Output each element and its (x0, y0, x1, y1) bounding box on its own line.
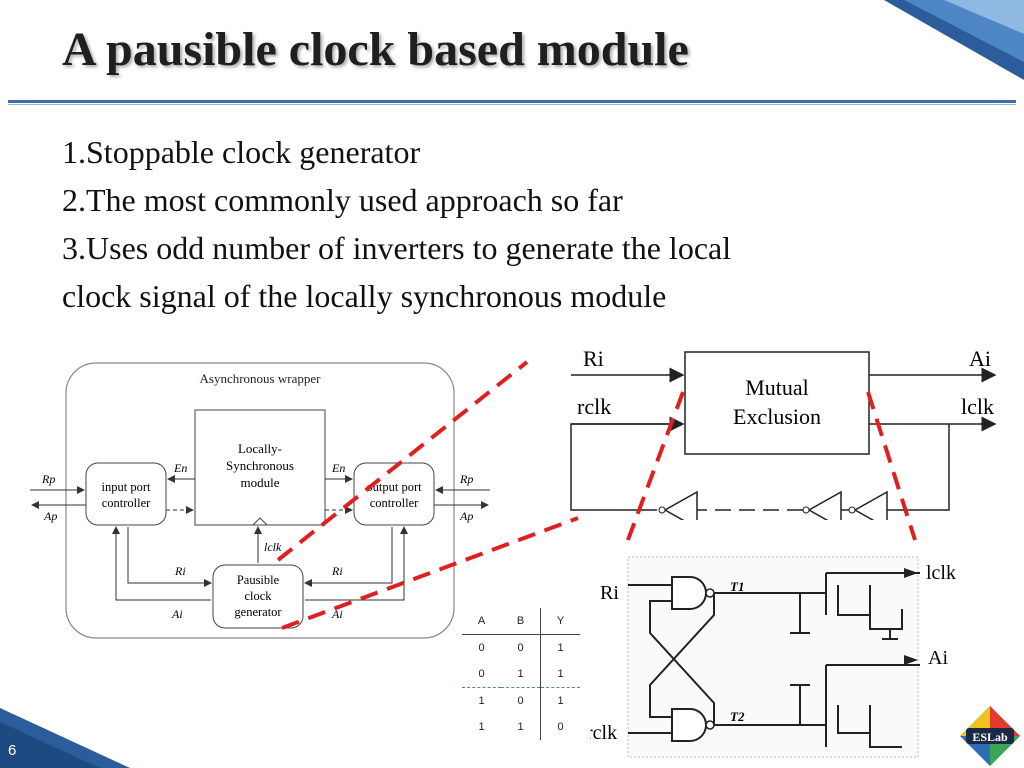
inverter-icon (663, 490, 698, 520)
logo-text: ESLab (972, 730, 1008, 744)
clock-generator-label: generator (234, 605, 282, 619)
gate-rclk-label: rclk (590, 722, 617, 744)
top-right-corner-decoration (884, 0, 1024, 80)
mutex-rclk-label: rclk (577, 394, 611, 419)
truth-cell: 0 (478, 642, 485, 654)
mutex-ri-label: Ri (583, 346, 604, 371)
mutual-exclusion-diagram: Mutual Exclusion Ri Ai rclk lclk (570, 346, 997, 520)
gate-ai-label: Ai (928, 647, 948, 669)
nand-gate-icon (671, 708, 707, 742)
mutex-box-label: Exclusion (733, 404, 821, 429)
mutual-exclusion-box (684, 351, 870, 455)
ap-left-label: Ap (43, 509, 57, 523)
input-controller-label: input port (102, 480, 151, 494)
output-port-controller-box (353, 462, 435, 526)
bullet-item: 2.The most commonly used approach so far (62, 182, 623, 218)
truth-cell: 0 (517, 642, 524, 654)
ap-right-label: Ap (459, 509, 473, 523)
truth-header: A (462, 608, 501, 635)
bullet-item: 1.Stoppable clock generator (62, 134, 421, 170)
mutex-lclk-label: lclk (961, 394, 994, 419)
truth-cell: 1 (540, 687, 580, 714)
clock-generator-label: clock (244, 589, 272, 603)
truth-cell: 1 (517, 668, 524, 680)
truth-header: Y (540, 608, 580, 635)
bottom-left-corner-decoration (0, 708, 130, 768)
truth-cell: 0 (478, 668, 485, 680)
input-controller-label: controller (102, 496, 151, 510)
lclk-label: lclk (264, 540, 282, 554)
ai-right-label: Ai (331, 607, 343, 621)
page-number: 6 (8, 742, 17, 759)
mutex-ai-label: Ai (969, 346, 991, 371)
bullet-item: 3.Uses odd number of inverters to genera… (62, 230, 732, 266)
slide-title: A pausible clock based module (62, 23, 689, 76)
truth-cell: 0 (540, 714, 580, 740)
core-label: Locally- (238, 441, 282, 456)
truth-cell: 0 (501, 687, 541, 714)
gate-ri-label: Ri (600, 582, 619, 604)
nand-gate-icon (671, 576, 707, 610)
core-label: Synchronous (226, 458, 294, 473)
rp-left-label: Rp (41, 472, 55, 486)
en-left-label: En (173, 461, 187, 475)
mutex-box-label: Mutual (745, 375, 809, 400)
truth-cell: 1 (462, 687, 501, 714)
gate-t1-label: T1 (730, 579, 744, 594)
gate-output-arrows (904, 568, 918, 665)
eslab-logo: ESLab (960, 706, 1020, 766)
rp-right-label: Rp (459, 472, 473, 486)
truth-cell: 1 (517, 721, 524, 733)
title-divider (8, 100, 1016, 103)
truth-header: B (501, 608, 541, 635)
ri-right-label: Ri (331, 564, 343, 578)
truth-cell: 1 (478, 721, 485, 733)
gate-lclk-label: lclk (926, 562, 956, 584)
inverter-icon (853, 490, 888, 520)
input-port-controller-box (85, 462, 167, 526)
output-controller-label: controller (370, 496, 419, 510)
truth-cell: 1 (540, 634, 580, 661)
ai-left-label: Ai (171, 607, 183, 621)
inverter-icon (807, 490, 842, 520)
wrapper-title: Asynchronous wrapper (200, 371, 322, 386)
core-label: module (241, 475, 280, 490)
output-controller-label: output port (366, 480, 422, 494)
en-right-label: En (331, 461, 345, 475)
ri-left-label: Ri (174, 564, 186, 578)
truth-table: A B Y 0 0 1 0 1 1 1 0 1 1 1 0 (462, 608, 597, 740)
truth-cell: 1 (540, 661, 580, 688)
title-divider-thin (8, 104, 1016, 105)
bullet-list: 1.Stoppable clock generator 2.The most c… (62, 128, 962, 320)
clock-generator-label: Pausible (237, 573, 280, 587)
bullet-item: clock signal of the locally synchronous … (62, 278, 667, 314)
mutex-gate-circuit: Ri rclk T1 T2 (590, 556, 920, 758)
gate-t2-label: T2 (730, 709, 745, 724)
asynchronous-wrapper-diagram: Asynchronous wrapper Locally- Synchronou… (30, 362, 490, 639)
